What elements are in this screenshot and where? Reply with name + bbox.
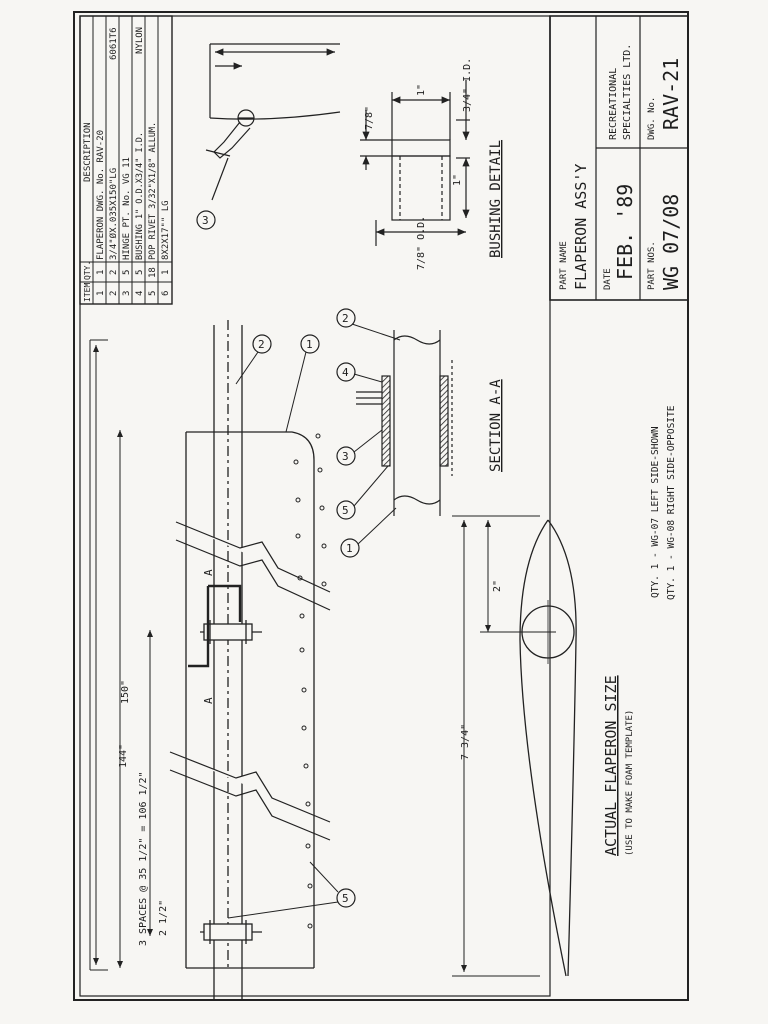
section-marker-a-upper: A: [202, 569, 215, 576]
svg-text:1: 1: [306, 338, 313, 351]
dim-spaces: 3 SPACES @ 35 1/2" = 106 1/2": [138, 771, 149, 946]
bom-row-1-desc: FLAPERON DWG. No. RAV-20: [96, 130, 106, 260]
section-aa-title: SECTION A-A: [488, 379, 504, 472]
qty-note-right: QTY. 1 - WG-08 RIGHT SIDE-OPPOSITE: [666, 405, 677, 600]
profile-subtitle: (USE TO MAKE FOAM TEMPLATE): [625, 710, 635, 856]
balloon-5-section: 5: [336, 465, 389, 520]
drawing-frame: [79, 15, 551, 997]
dim-overall-150: 150": [120, 680, 131, 704]
dwg-no-value: RAV-21: [659, 58, 683, 130]
bushing-dim-top: 7/8": [364, 106, 375, 130]
part-name: FLAPERON ASS'Y: [572, 164, 590, 290]
svg-text:3: 3: [342, 450, 349, 463]
date-label: DATE: [603, 268, 613, 290]
bushing-dim-id: 3/4" I.D.: [462, 58, 473, 112]
balloon-1-section: 1: [340, 507, 397, 558]
bom-row-5-desc: POP RIVET 3/32"X1/8" ALLUM.: [148, 122, 158, 260]
profile-title: ACTUAL FLAPERON SIZE: [602, 675, 620, 856]
bom-row-1-qty: 1: [96, 270, 106, 275]
balloon-2-section: 2: [336, 308, 401, 341]
qty-note-left: QTY. 1 - WG-07 LEFT SIDE-SHOWN: [650, 426, 661, 598]
balloon-3-top: 3: [196, 210, 216, 230]
part-name-label: PART NAME: [559, 241, 569, 290]
bom-header-qty: QTY.: [83, 261, 92, 280]
bom-header-desc: DESCRIPTION: [83, 122, 93, 182]
dim-end-2-1-2: 2 1/2": [158, 900, 169, 936]
bom-row-4-item: 4: [135, 291, 145, 296]
title-block: PART NAME FLAPERON ASS'Y DATE FEB. '89 R…: [549, 15, 689, 301]
bom-row-4-desc: BUSHING 1" O.D.X3/4" I.D.: [135, 132, 145, 260]
bom-row-6-desc: 8X2X17"" LG: [161, 200, 171, 260]
dwg-no-label: DWG. No.: [647, 97, 657, 140]
bom-row-5-qty: 18: [148, 267, 158, 278]
svg-text:1: 1: [346, 542, 353, 555]
section-marker-a-lower: A: [202, 697, 215, 704]
bushing-detail-drawing: [360, 80, 470, 246]
bom-row-1-item: 1: [96, 291, 106, 296]
svg-text:5: 5: [342, 504, 349, 517]
bom-row-5-item: 5: [148, 291, 158, 296]
svg-text:5: 5: [342, 892, 349, 905]
flaperon-main-view: [89, 320, 331, 1000]
svg-text:2: 2: [342, 312, 349, 325]
bom-row-6-item: 6: [161, 291, 171, 296]
bom-row-2-qty: 2: [109, 270, 119, 275]
bom-row-2-desc: 3/4"ØX.035X150"LG: [108, 168, 119, 260]
rivet-holes: [293, 433, 327, 929]
part-nos-value: WG 07/08: [659, 194, 683, 290]
part-nos-label: PART NOS.: [647, 241, 657, 290]
bushing-dim-len: 1": [416, 84, 427, 96]
svg-text:2: 2: [258, 338, 265, 351]
bom-row-6-qty: 1: [161, 270, 171, 275]
hinge-detail: [205, 43, 341, 201]
bom-row-3-desc: HINGE PT. No. VG 11: [122, 157, 132, 260]
bom-row-3-qty: 5: [122, 270, 132, 275]
balloon-2-main: 2: [235, 334, 272, 385]
bom-row-3-item: 3: [122, 291, 132, 296]
balloon-4-section: 4: [336, 362, 383, 383]
company-line-2: SPECIALTIES LTD.: [622, 44, 633, 140]
company-line-1: RECREATIONAL: [608, 68, 619, 140]
bushing-detail-title: BUSHING DETAIL: [488, 140, 504, 258]
bom-row-4-note: NYLON: [135, 27, 145, 54]
svg-text:4: 4: [342, 366, 349, 379]
balloon-3-section: 3: [336, 429, 383, 466]
bom-header-item: ITEM: [83, 283, 92, 302]
bom-row-2-note: 6061T6: [109, 27, 119, 60]
flaperon-profile: [452, 515, 577, 977]
balloon-1-main: 1: [285, 334, 320, 433]
section-aa-drawing: [356, 330, 453, 516]
bom-table: ITEM QTY. DESCRIPTION 1 1 FLAPERON DWG. …: [79, 15, 173, 305]
balloon-5-main: 5: [227, 861, 356, 919]
sheet-border: [73, 11, 689, 1001]
profile-dim-dia: 2": [492, 580, 503, 592]
bushing-dim-gap: 1": [452, 174, 463, 186]
bom-row-4-qty: 5: [135, 270, 145, 275]
date-value: FEB. '89: [613, 184, 637, 280]
svg-text:3: 3: [202, 214, 209, 227]
bom-row-2-item: 2: [109, 291, 119, 296]
profile-dim-chord: 7 3/4": [460, 724, 471, 760]
dim-144: 144": [118, 744, 129, 768]
bushing-dim-od: 7/8" O.D.: [416, 216, 427, 270]
